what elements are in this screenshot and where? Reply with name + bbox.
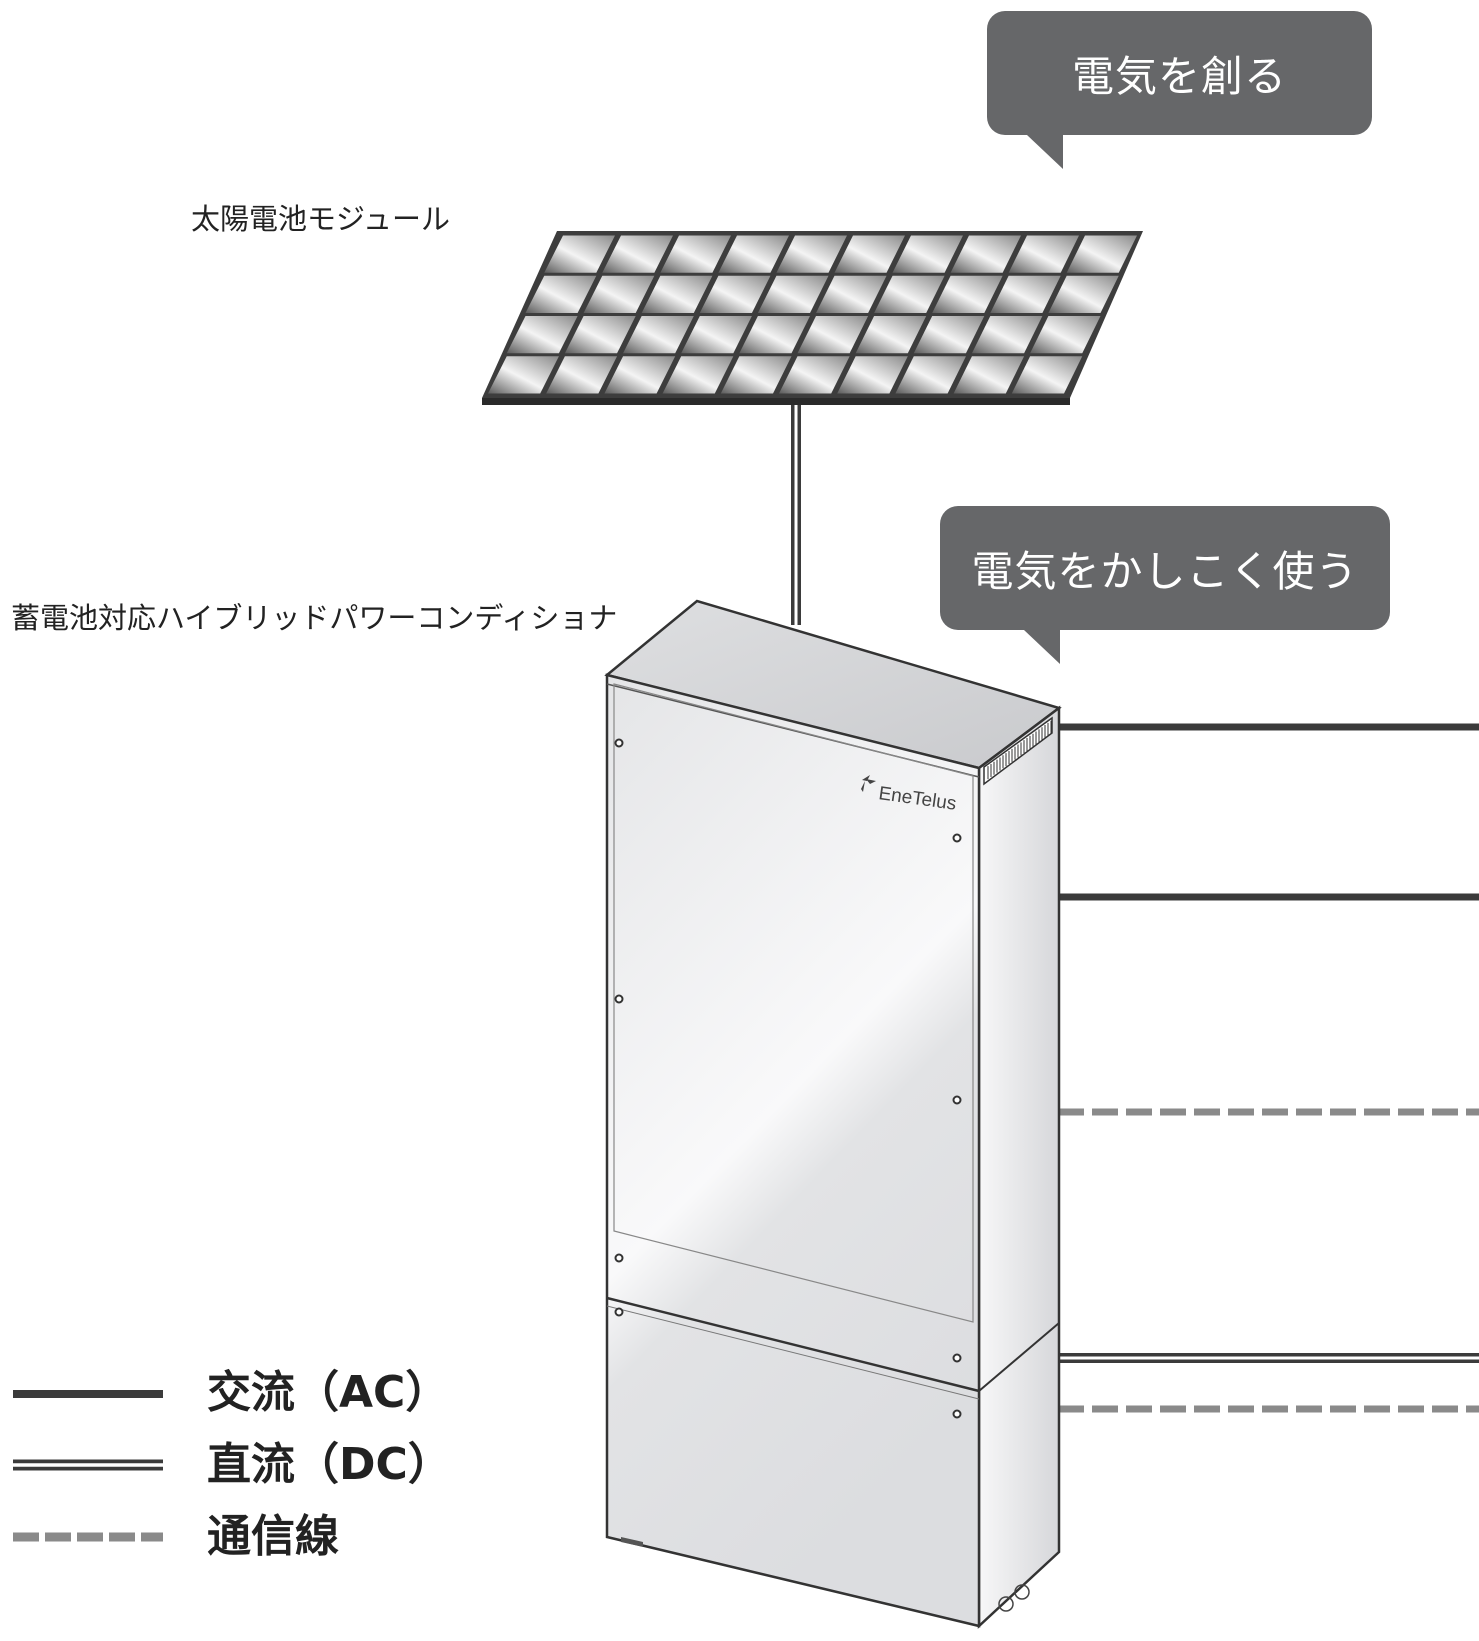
solar-cell [971, 316, 1043, 354]
solar-cell [779, 356, 850, 394]
solar-cell [932, 275, 1003, 313]
solar-cell [1048, 275, 1119, 313]
solar-cell [1030, 316, 1101, 354]
solar-cell [718, 235, 789, 273]
callout-use-text: 電気をかしこく使う [971, 546, 1359, 596]
solar-cell [544, 235, 615, 273]
solar-cell [816, 275, 887, 313]
solar-cell [895, 356, 966, 394]
callout-use-tail [1024, 630, 1060, 664]
solar-cell [1066, 235, 1137, 273]
solar-cell [953, 356, 1025, 394]
solar-cell [660, 235, 731, 273]
solar-cell [662, 356, 734, 394]
solar-cell [739, 316, 810, 354]
solar-cell [488, 356, 559, 394]
solar-cell [834, 235, 905, 273]
solar-cell [525, 275, 597, 313]
solar-cell [564, 316, 636, 354]
solar-cell [837, 356, 908, 394]
solar-cell [776, 235, 847, 273]
callout-create-tail [1027, 135, 1063, 169]
output-lines [1040, 723, 1479, 1413]
solar-cell [604, 356, 676, 394]
hybrid-pcs-label: 蓄電池対応ハイブリッドパワーコンディショナ [11, 601, 618, 635]
legend-ac-label: 交流（AC） [207, 1367, 450, 1418]
legend-dc-label: 直流（DC） [207, 1439, 452, 1490]
solar-cell [913, 316, 985, 354]
solar-cell [641, 275, 713, 313]
callout-create-text: 電気を創る [1071, 51, 1287, 101]
solar-cell [1011, 356, 1083, 394]
solar-cell [506, 316, 578, 354]
solar-cell [623, 316, 694, 354]
solar-cell [797, 316, 869, 354]
solar-cell [720, 356, 792, 394]
solar-cell [874, 275, 945, 313]
vent-grille [983, 716, 1053, 786]
solar-cell [950, 235, 1021, 273]
legend-comm-label: 通信線 [207, 1511, 339, 1562]
solar-cell [681, 316, 752, 354]
callout-use: 電気をかしこく使う [940, 506, 1390, 630]
hybrid-pcs-unit: EneTelus [604, 599, 1062, 1629]
solar-cell [602, 235, 673, 273]
legend-swatches [13, 1390, 163, 1542]
solar-cell [1008, 235, 1079, 273]
solar-panel [482, 231, 1143, 405]
solar-cell [583, 275, 655, 313]
solar-cell [892, 235, 963, 273]
solar-cell [757, 275, 829, 313]
solar-cell [546, 356, 618, 394]
solar-cell [699, 275, 771, 313]
solar-cell [990, 275, 1061, 313]
solar-module-label: 太陽電池モジュール [191, 202, 450, 236]
solar-cell [855, 316, 927, 354]
callout-create: 電気を創る [987, 11, 1372, 135]
